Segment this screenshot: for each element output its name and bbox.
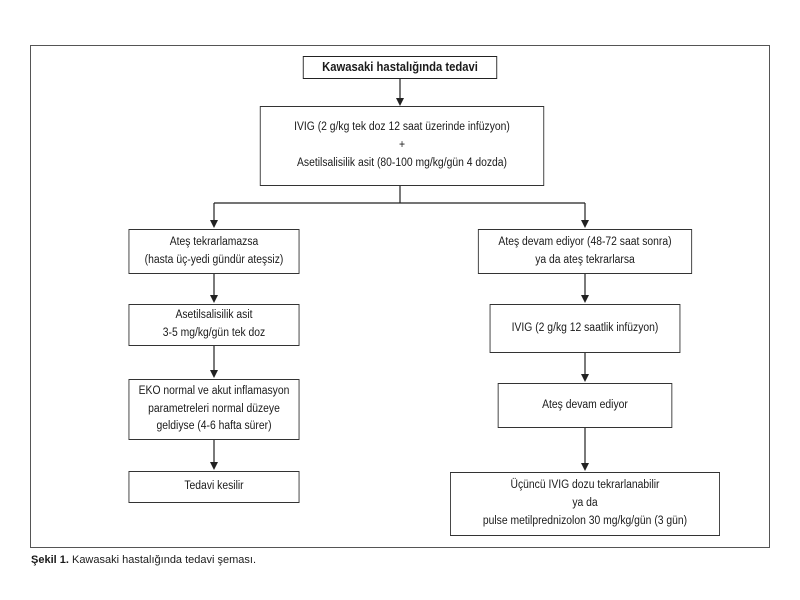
- right-box-3-line-1: Ateş devam ediyor: [542, 398, 628, 411]
- right-box-1-line-1: Ateş devam ediyor (48-72 saat sonra): [498, 235, 672, 248]
- plus-sign: +: [398, 139, 406, 152]
- right-box-fever-continues: Ateş devam ediyor (48-72 saat sonra) ya …: [477, 229, 693, 274]
- left-box-aspirin: Asetilsalisilik asit 3-5 mg/kg/gün tek d…: [128, 304, 300, 346]
- left-box-2-line-2: 3-5 mg/kg/gün tek doz: [162, 327, 266, 339]
- right-box-2-line-1: IVIG (2 g/kg 12 saatlik infüzyon): [511, 321, 659, 334]
- caption-label: Şekil 1.: [31, 554, 69, 566]
- left-box-echo-normal: EKO normal ve akut inflamasyon parametre…: [128, 379, 300, 440]
- left-box-4-line-1: Tedavi kesilir: [184, 480, 244, 493]
- right-box-1-line-2: ya da ateş tekrarlarsa: [535, 253, 635, 266]
- left-box-3-line-2: parametreleri normal düzeye: [148, 402, 280, 415]
- left-box-3-line-1: EKO normal ve akut inflamasyon: [138, 384, 290, 397]
- right-box-ivig-repeat: IVIG (2 g/kg 12 saatlik infüzyon): [489, 304, 681, 353]
- left-box-stop-treatment: Tedavi kesilir: [128, 471, 300, 503]
- left-box-no-fever: Ateş tekrarlamazsa (hasta üç-yedi gündür…: [128, 229, 300, 274]
- figure-caption: Şekil 1. Kawasaki hastalığında tedavi şe…: [31, 554, 256, 566]
- right-box-third-ivig: Üçüncü IVIG dozu tekrarlanabilir ya da p…: [450, 472, 720, 536]
- left-box-1-line-2: (hasta üç-yedi gündür ateşsiz): [144, 253, 284, 266]
- right-box-4-line-3: pulse metilprednizolon 30 mg/kg/gün (3 g…: [482, 514, 688, 527]
- left-box-2-line-1: Asetilsalisilik asit: [175, 309, 253, 322]
- left-box-3-line-3: geldiyse (4-6 hafta sürer): [156, 420, 272, 433]
- initial-line-2: Asetilsalisilik asit (80-100 mg/kg/gün 4…: [297, 156, 507, 169]
- diagram-frame: [30, 45, 770, 548]
- left-box-1-line-1: Ateş tekrarlamazsa: [169, 235, 259, 248]
- title-text: Kawasaki hastalığında tedavi: [322, 59, 478, 74]
- initial-line-1: IVIG (2 g/kg tek doz 12 saat üzerinde in…: [294, 121, 510, 134]
- caption-text: Kawasaki hastalığında tedavi şeması.: [68, 554, 257, 566]
- right-box-4-line-1: Üçüncü IVIG dozu tekrarlanabilir: [510, 479, 660, 492]
- initial-treatment-box: IVIG (2 g/kg tek doz 12 saat üzerinde in…: [259, 106, 545, 186]
- title-box: Kawasaki hastalığında tedavi: [302, 56, 498, 79]
- right-box-4-line-2: ya da: [572, 497, 598, 510]
- right-box-fever-persists: Ateş devam ediyor: [497, 383, 673, 428]
